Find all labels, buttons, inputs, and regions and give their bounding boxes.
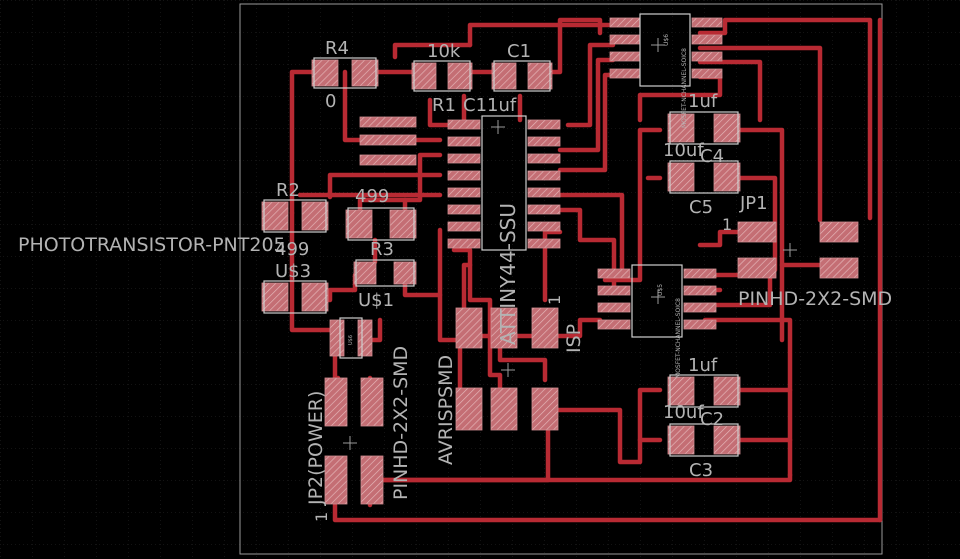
- label-r3: R3: [370, 239, 394, 260]
- label-c1-value: C11uf: [463, 95, 517, 116]
- label-r1: R1: [432, 95, 456, 116]
- label-jp2-pin: 1: [312, 512, 331, 522]
- label-jp2: JP2(POWER): [305, 391, 327, 506]
- label-jp1-pin: 1: [722, 215, 732, 234]
- label-pinhd-jp2: PINHD-2X2-SMD: [390, 346, 412, 500]
- label-c2-value: 1uf: [688, 355, 718, 376]
- label-r1-value: 10k: [427, 41, 461, 62]
- label-mosfet-bottom-ref: U$5: [657, 284, 664, 296]
- origin-marks: [343, 38, 797, 450]
- label-isp: ISP: [563, 324, 585, 353]
- label-mosfet-bottom: MOSFET-NCHANNEL-SOIC8: [675, 298, 682, 378]
- label-c4-value: 1uf: [688, 91, 718, 112]
- label-c3: C3: [689, 460, 713, 481]
- label-u3: U$3: [275, 261, 311, 282]
- label-c5: C5: [689, 197, 713, 218]
- label-phototransistor: PHOTOTRANSISTOR-PNT205: [18, 234, 286, 256]
- label-r2: R2: [276, 180, 300, 201]
- label-mosfet-top: MOSFET-NCHANNEL-SOIC8: [681, 48, 688, 128]
- label-attiny: ATTINY44-SSU: [496, 203, 520, 345]
- labels: R4 0 10k R1 C1 C11uf R2 499 499 R3 U$3 U…: [18, 34, 892, 522]
- pads: [261, 13, 859, 505]
- label-c4: C4: [700, 146, 724, 167]
- label-r3-value: 499: [275, 239, 309, 260]
- label-c1: C1: [507, 41, 531, 62]
- label-c3-value: 10uf: [663, 402, 704, 423]
- label-c2: C2: [700, 409, 724, 430]
- label-small-package-ref: U$6: [348, 335, 354, 345]
- label-jp1: JP1: [739, 193, 768, 214]
- label-r2-value: 499: [355, 186, 389, 207]
- label-u1: U$1: [358, 290, 394, 311]
- label-isp-pin: 1: [545, 295, 564, 305]
- label-c5-value: 10uf: [663, 140, 704, 161]
- label-avrispsmd: AVRISPSMD: [435, 355, 457, 465]
- label-mosfet-top-ref: U$6: [663, 34, 670, 46]
- label-r4-value: 0: [325, 91, 336, 112]
- label-r4: R4: [325, 38, 349, 59]
- label-pinhd-jp1: PINHD-2X2-SMD: [738, 288, 892, 310]
